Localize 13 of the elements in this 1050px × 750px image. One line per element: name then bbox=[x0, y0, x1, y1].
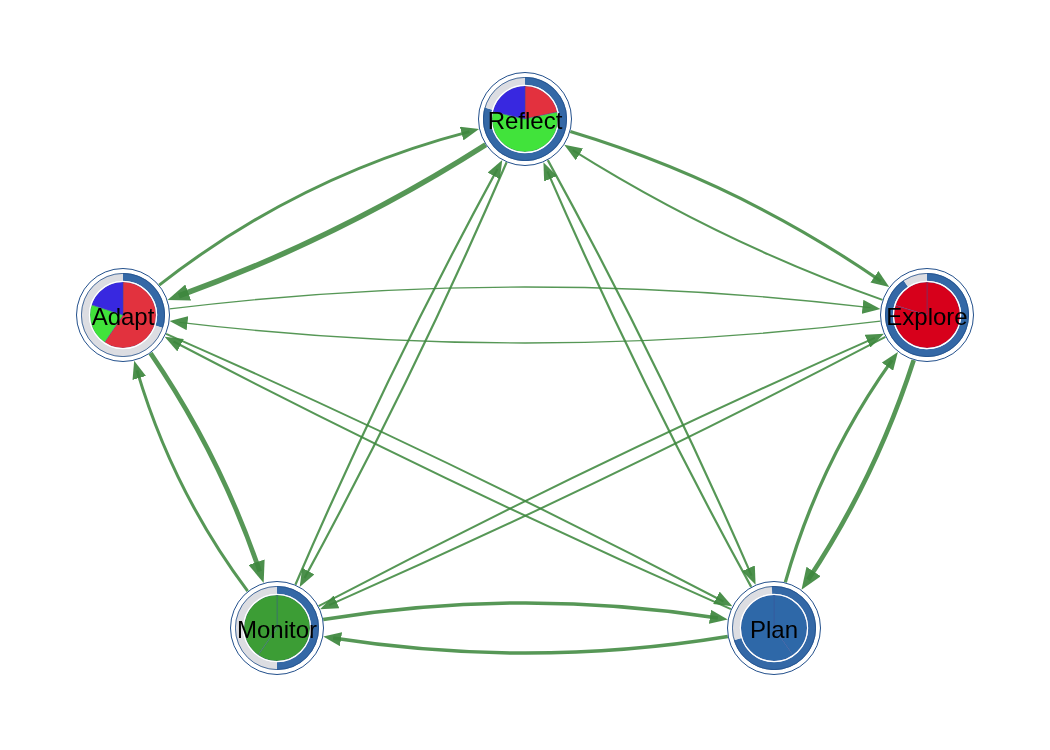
arrow bbox=[132, 360, 249, 593]
arrow bbox=[783, 351, 898, 583]
arrow bbox=[169, 316, 882, 344]
arrow bbox=[158, 127, 480, 287]
arrow bbox=[168, 286, 881, 314]
arrow bbox=[801, 359, 916, 590]
arrow bbox=[322, 601, 728, 624]
arrow bbox=[167, 142, 488, 301]
arrow bbox=[569, 130, 890, 287]
arrow bbox=[564, 144, 884, 301]
node-label: Plan bbox=[750, 617, 798, 643]
arrow bbox=[323, 632, 729, 655]
arrow bbox=[148, 351, 265, 583]
